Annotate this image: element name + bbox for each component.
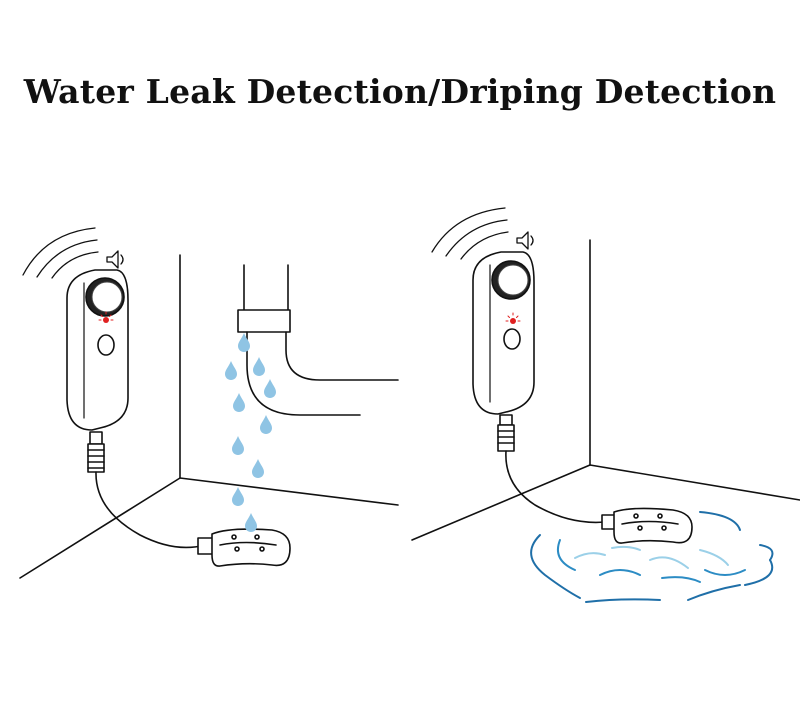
water-drop-icon xyxy=(225,333,276,532)
speaker-icon xyxy=(516,231,534,250)
floor-sensor xyxy=(601,507,693,544)
connector xyxy=(87,431,105,473)
room-corner-left xyxy=(19,254,399,579)
water-puddle-icon xyxy=(530,511,774,603)
page-title: Water Leak Detection/Driping Detection xyxy=(23,72,777,111)
pipe xyxy=(237,264,399,416)
alarm-device xyxy=(472,251,535,415)
room-corner-right xyxy=(411,239,800,541)
scene-dripping xyxy=(19,227,399,579)
sound-waves-icon xyxy=(431,207,509,260)
alarm-indicator-icon xyxy=(103,317,109,323)
alarm-indicator-icon xyxy=(510,318,516,324)
sensor-cable xyxy=(95,471,206,549)
alarm-device xyxy=(66,269,129,431)
floor-sensor xyxy=(197,528,291,567)
sound-waves-icon xyxy=(22,227,99,279)
sensor-cable xyxy=(505,450,606,524)
scene-water-leak xyxy=(411,207,800,603)
speaker-icon xyxy=(106,250,124,269)
connector xyxy=(497,414,515,452)
